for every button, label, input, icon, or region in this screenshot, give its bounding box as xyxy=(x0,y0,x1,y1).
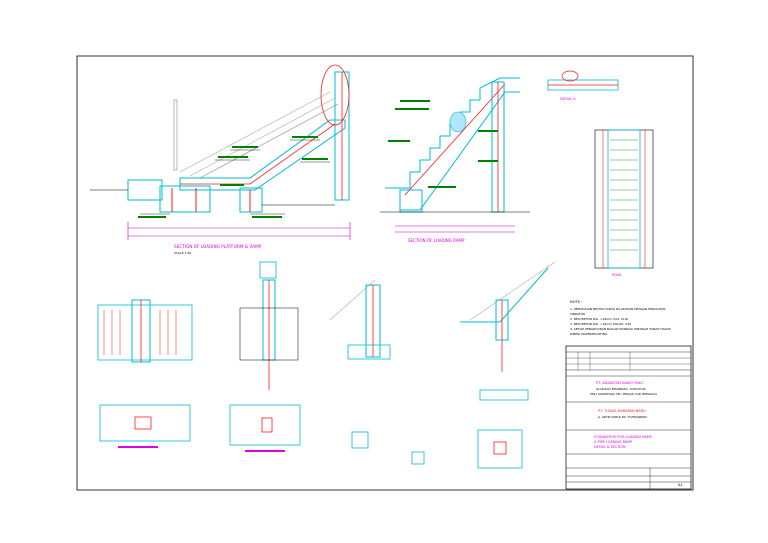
pipe-ramp-detail xyxy=(460,261,556,469)
notes-line-6: DIBERI WATERPROOFING xyxy=(570,332,608,336)
owner-address-1: JALAN RAYA PEKANBARU - DURI KM 96 xyxy=(595,387,646,391)
section-loading-ramp: SECTION OF LOADING RAMP xyxy=(380,77,530,243)
plan-view: PLAN xyxy=(594,129,654,277)
notes-line-5: 4. SETIAP PENGECORAN BAGIAN PONDASI DIBA… xyxy=(570,327,671,331)
contractor-name: PT. TUNAS HARAPAN BARU xyxy=(598,409,646,413)
notes-line-1: 1. PEMADATAN BETON HARUS DILAKUKAN DENGA… xyxy=(570,307,665,311)
title-block: PT. ADJANTAN SAWIT RIAU JALAN RAYA PEKAN… xyxy=(565,345,692,490)
section-main-scale: SCALE 1:50 xyxy=(174,251,191,255)
notes-line-2: VIBRATOR xyxy=(570,312,585,316)
sheet-border xyxy=(76,55,694,491)
detail-a-title: DETAIL A xyxy=(560,97,576,101)
notes-line-4: 3. BESI BETON DIA. >16mm POLOS, U40 xyxy=(570,322,631,326)
plan-title: PLAN xyxy=(612,273,622,277)
detail-a: DETAIL A xyxy=(547,70,619,101)
drawing-title-2: & PIPE LOADING RAMP xyxy=(594,440,632,444)
column-detail xyxy=(229,261,301,452)
notes-line-3: 2. BESI BETON DIA. <16mm U24, ULIR xyxy=(570,317,628,321)
footing-detail-1 xyxy=(97,299,193,448)
drawing-title-1: FOUNDATION FOR LOADING RAMP xyxy=(594,435,652,439)
notes-block: NOTE : 1. PEMADATAN BETON HARUS DILAKUKA… xyxy=(570,300,671,336)
owner-name: PT. ADJANTAN SAWIT RIAU xyxy=(596,381,643,385)
contractor-address: JL. ARIFIN AHMAD NO. 35 PEKANBARU xyxy=(597,415,647,419)
section-main-title: SECTION OF LOADING PLATFORM & RAMP xyxy=(174,244,262,249)
section-ramp-title: SECTION OF LOADING RAMP xyxy=(408,238,465,243)
drawing-title-3: DETAIL & SECTION xyxy=(594,445,626,449)
ramp-wall-detail xyxy=(329,279,425,465)
notes-heading: NOTE : xyxy=(570,300,582,304)
section-loading-platform: SECTION OF LOADING PLATFORM & RAMP SCALE… xyxy=(90,64,351,255)
owner-address-2: DESA SIAPAREGAN, KEC. PINGGIR, KAB. BENG… xyxy=(590,392,657,396)
sheet-number: A1 xyxy=(678,483,683,487)
